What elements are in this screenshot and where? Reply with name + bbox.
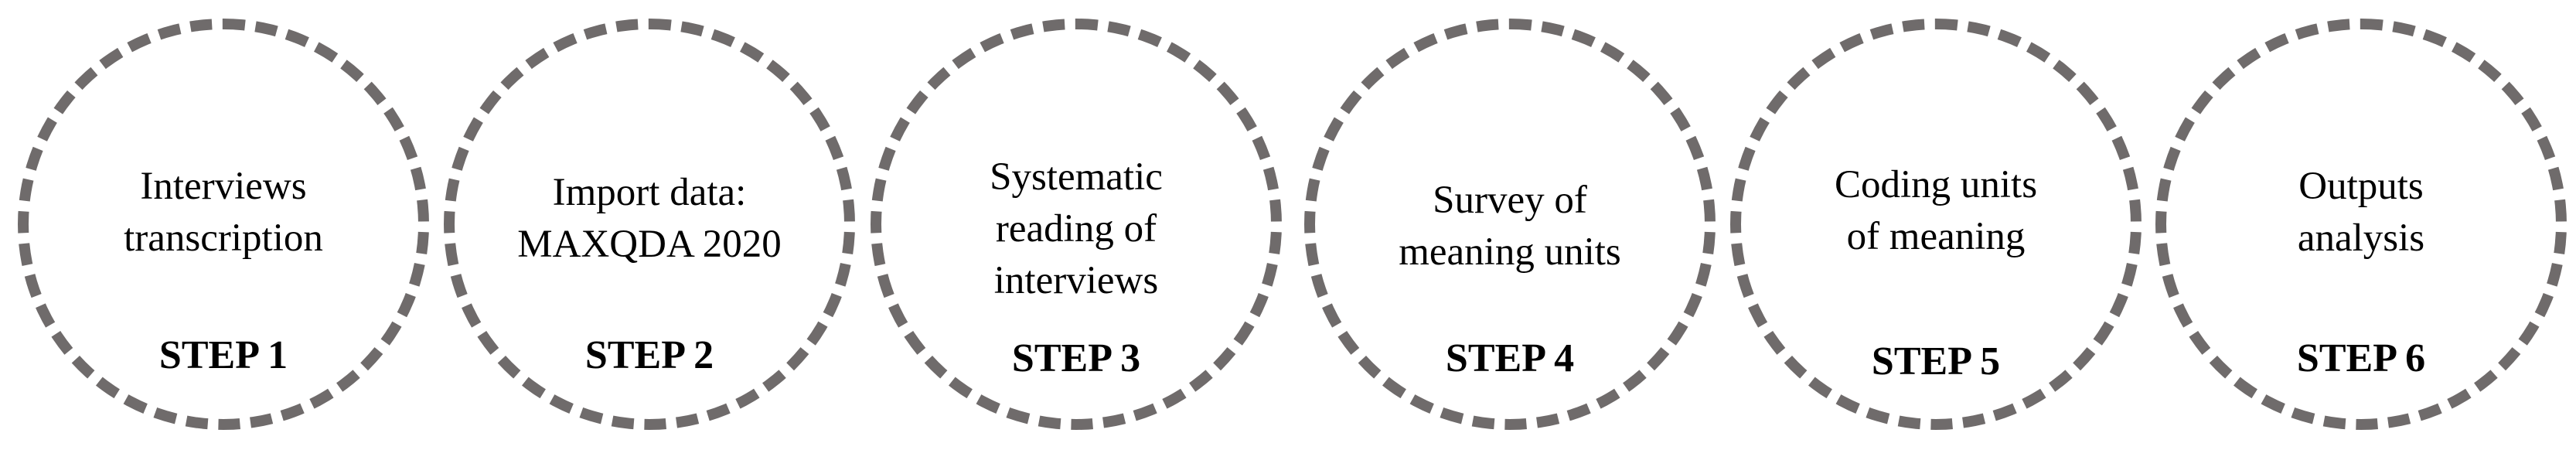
step-circle-1: Interviews transcription STEP 1 [18,19,429,430]
step-circle-2: Import data: MAXQDA 2020 STEP 2 [444,19,855,430]
step-5-number: STEP 5 [1871,339,2001,384]
step-circle-3: Systematic reading of interviews STEP 3 [871,19,1282,430]
step-6-number: STEP 6 [2296,336,2426,380]
step-4-description: Survey of meaning units [1399,179,1621,274]
step-2-number: STEP 2 [584,333,714,377]
step-circle-4: Survey of meaning units STEP 4 [1304,19,1716,430]
step-6-description: Outputs analysis [2297,165,2425,260]
step-3-number: STEP 3 [1011,336,1141,380]
step-4-number: STEP 4 [1445,336,1575,380]
step-5-description: Coding units of meaning [1834,163,2038,258]
step-1-description: Interviews transcription [124,165,323,260]
step-circle-6: Outputs analysis STEP 6 [2155,19,2567,430]
step-2-description: Import data: MAXQDA 2020 [517,171,782,266]
step-circle-5: Coding units of meaning STEP 5 [1730,19,2142,430]
step-3-description: Systematic reading of interviews [990,155,1163,302]
step-1-number: STEP 1 [158,333,288,377]
